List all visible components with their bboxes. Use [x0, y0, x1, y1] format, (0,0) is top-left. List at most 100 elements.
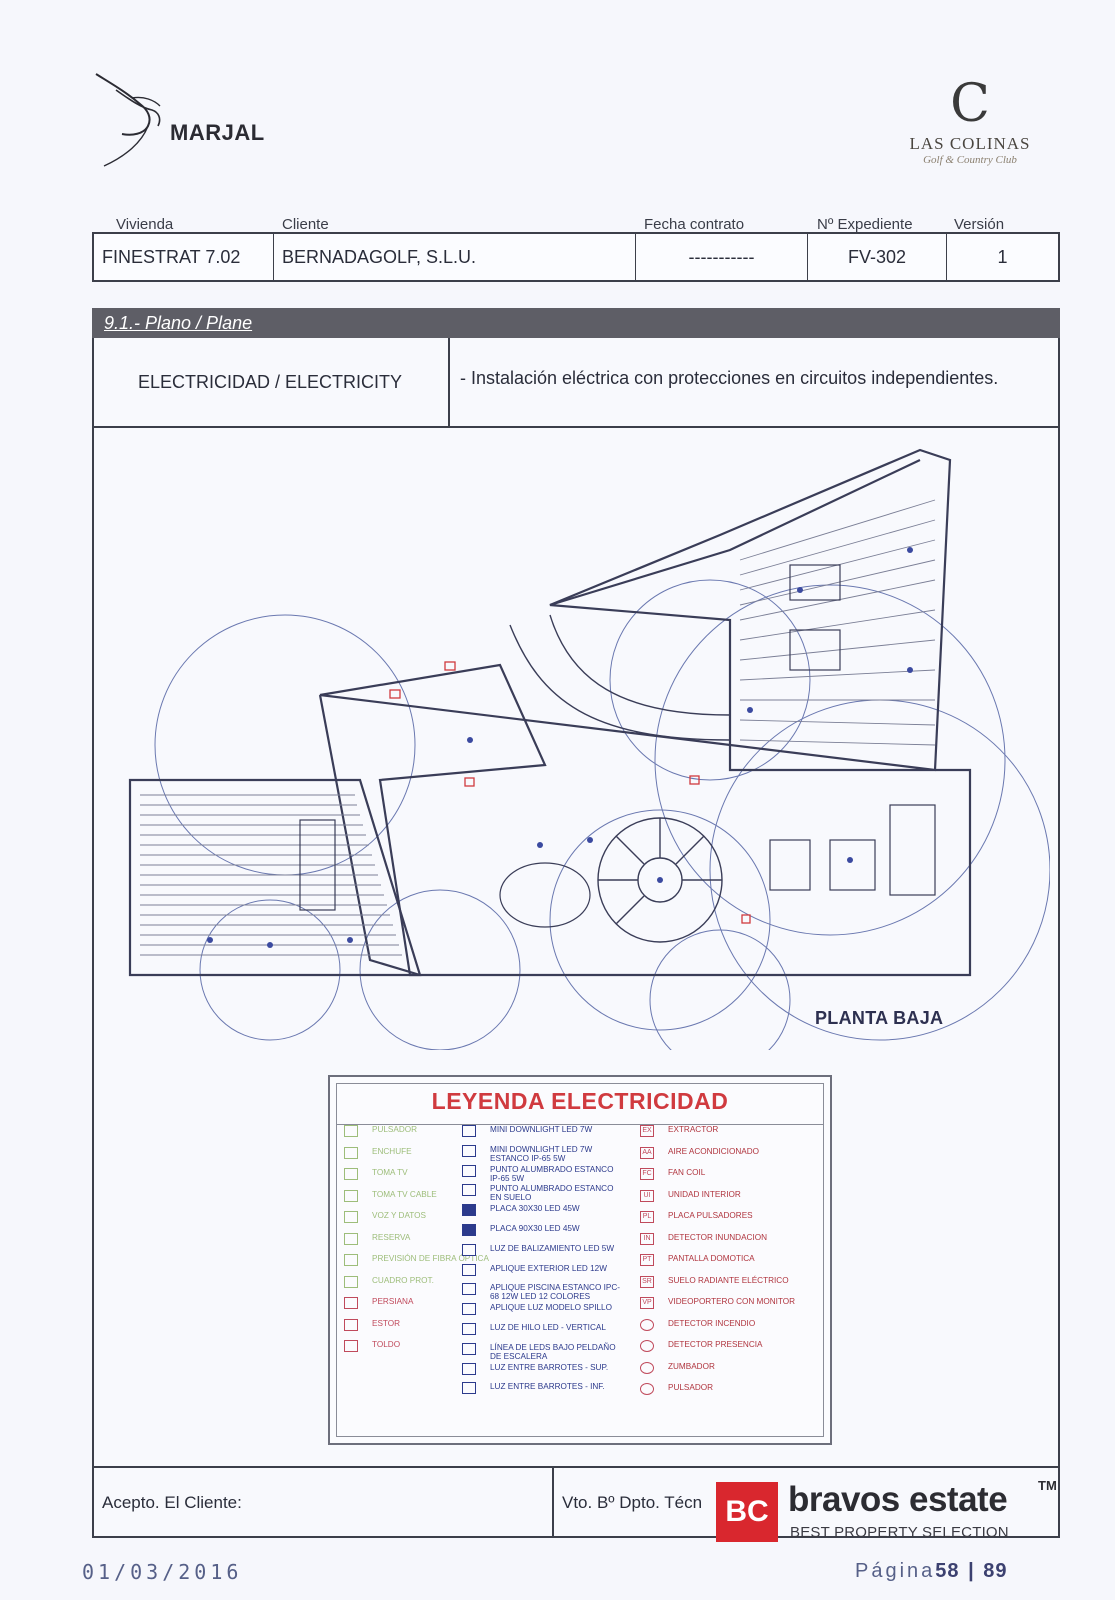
dining-table — [499, 862, 591, 928]
placa-30-icon — [462, 1204, 476, 1217]
legend-item-label: LUZ ENTRE BARROTES - SUP. — [490, 1362, 609, 1372]
value-expediente: FV-302 — [808, 234, 947, 280]
legend-item-label: LÍNEA DE LEDS BAJO PELDAÑO DE ESCALERA — [490, 1342, 616, 1361]
bed-2 — [789, 629, 841, 671]
table-terrace — [299, 819, 336, 911]
tech-signature-label: Vto. Bº Dpto. Técn — [562, 1493, 703, 1512]
legend-item-label: APLIQUE EXTERIOR LED 12W — [490, 1263, 607, 1273]
incendio-icon — [640, 1318, 654, 1331]
fibra-icon — [344, 1254, 358, 1266]
wall-diagonal — [318, 694, 421, 977]
value-vivienda: FINESTRAT 7.02 — [94, 234, 274, 280]
persiana-icon — [344, 1297, 358, 1309]
enchufe-icon — [344, 1146, 358, 1159]
legend-item-label: EXTRACTOR — [668, 1125, 719, 1134]
label-vivienda: Vivienda — [116, 216, 174, 233]
toldo-icon — [344, 1340, 358, 1352]
red-markers — [389, 661, 751, 924]
inundacion-icon: IN — [640, 1232, 654, 1245]
label-fecha: Fecha contrato — [644, 216, 745, 233]
legend-item-label: PANTALLA DOMOTICA — [668, 1254, 755, 1263]
marjal-wordmark: MARJAL — [170, 120, 265, 145]
legend-item-label: APLIQUE LUZ MODELO SPILLO — [490, 1303, 612, 1313]
circuit-arc — [649, 929, 791, 1050]
page-number: Página58 | 89 — [855, 1560, 1008, 1583]
legend-item-label: PLACA 30X30 LED 45W — [490, 1204, 580, 1214]
main-outline — [319, 448, 972, 977]
category-label: ELECTRICIDAD / ELECTRICITY — [92, 338, 450, 426]
legend-item-label: PLACA 90X30 LED 45W — [490, 1224, 580, 1233]
balizamiento-icon — [462, 1243, 476, 1256]
punto-suelo-icon — [462, 1184, 476, 1197]
suelo-radiante-icon: SR — [640, 1275, 654, 1288]
page-word: Página — [855, 1560, 936, 1582]
category-row: ELECTRICIDAD / ELECTRICITY - Instalación… — [92, 338, 1060, 428]
legend-item-label: VOZ Y DATOS — [372, 1211, 426, 1220]
circuit-arc — [359, 889, 521, 1050]
circuit-arc — [549, 809, 771, 1031]
document-date: 01/03/2016 — [82, 1560, 243, 1584]
floor-label: PLANTA BAJA — [815, 1008, 944, 1028]
hilo-led-icon — [462, 1323, 476, 1335]
coffee-table — [829, 839, 876, 891]
circuit-arc — [709, 699, 1050, 1041]
legend-item-label: MINI DOWNLIGHT LED 7W — [490, 1125, 593, 1134]
legend-item-label: ZUMBADOR — [668, 1361, 715, 1371]
legend-item-label: PULSADOR — [668, 1383, 714, 1392]
legend-divider — [337, 1124, 823, 1125]
walls — [128, 448, 972, 977]
colinas-letter: C — [950, 74, 990, 134]
cuadro-icon — [344, 1275, 358, 1288]
bc-badge: BC — [716, 1482, 778, 1542]
legend-item-label: VIDEOPORTERO CON MONITOR — [668, 1297, 796, 1306]
aire-icon: AA — [640, 1146, 654, 1159]
legend-item-label: ESTOR — [372, 1318, 401, 1328]
toma-tv-cable-icon — [344, 1189, 358, 1202]
label-cliente: Cliente — [282, 216, 329, 233]
legend-item-label: FAN COIL — [668, 1168, 706, 1177]
stair-curve-inner — [549, 614, 731, 716]
videoportero-icon: VP — [640, 1297, 654, 1309]
pulsador-icon — [344, 1125, 358, 1137]
zumbador-icon — [640, 1361, 654, 1374]
deck-lines — [140, 499, 936, 956]
category-description: - Instalación eléctrica con protecciones… — [460, 368, 999, 388]
legend-item-label: DETECTOR INCENDIO — [668, 1318, 756, 1328]
punto-alumbrado-icon — [462, 1164, 476, 1177]
las-colinas-logo: C LAS COLINAS Golf & Country Club — [880, 74, 1060, 194]
colinas-name: LAS COLINAS — [909, 134, 1031, 153]
label-version: Versión — [954, 216, 1005, 233]
section-title: 9.1.- Plano / Plane — [104, 313, 253, 333]
legend-item-label: CUADRO PROT. — [372, 1275, 434, 1285]
legend-item-label: MINI DOWNLIGHT LED 7W ESTANCO IP-65 5W — [490, 1144, 593, 1163]
reserva-icon — [344, 1232, 358, 1245]
circuit-arc — [199, 899, 341, 1041]
placa-90-icon — [462, 1224, 476, 1236]
presencia-icon — [640, 1340, 654, 1352]
terrace-left — [128, 778, 422, 977]
legend-item-label: PULSADOR — [372, 1125, 418, 1134]
placa-pulsadores-icon: PL — [640, 1211, 654, 1223]
bravos-name: bravos estate — [788, 1480, 1008, 1519]
voz-datos-icon — [344, 1211, 358, 1223]
legend-item-label: RESERVA — [372, 1232, 411, 1242]
fancoil-icon: FC — [640, 1168, 654, 1180]
downlight-icon — [462, 1125, 476, 1137]
legend-item-label: LUZ DE HILO LED - VERTICAL — [490, 1323, 606, 1332]
colinas-subtitle: Golf & Country Club — [923, 154, 1017, 166]
marjal-logo: MARJAL — [92, 70, 292, 180]
pulsador-red-icon — [640, 1383, 654, 1395]
label-expediente: Nº Expediente — [817, 216, 913, 233]
barrotes-inf-icon — [462, 1382, 476, 1395]
section-header: 9.1.- Plano / Plane — [92, 308, 1060, 338]
bird-icon — [95, 73, 161, 167]
client-signature-label: Acepto. El Cliente: — [102, 1493, 242, 1512]
circuit-arc — [609, 579, 811, 781]
legend-item-label: DETECTOR PRESENCIA — [668, 1340, 763, 1349]
stairs — [509, 614, 731, 943]
legend-item-label: DETECTOR INUNDACION — [668, 1232, 768, 1242]
value-cliente: BERNADAGOLF, S.L.U. — [274, 234, 636, 280]
legend-item-label: TOMA TV CABLE — [372, 1189, 437, 1199]
legend-item-label: PREVISIÓN DE FIBRA ÓPTICA — [372, 1254, 489, 1263]
legend-inner: LEYENDA ELECTRICIDAD — [336, 1083, 824, 1437]
